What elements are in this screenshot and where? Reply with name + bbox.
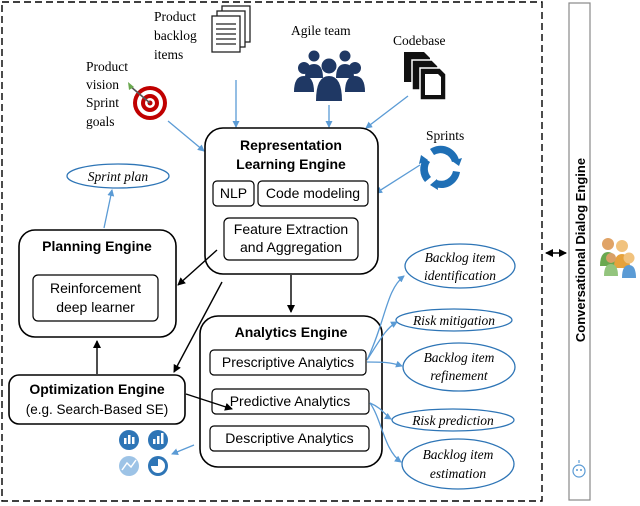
- optimization-engine-subtitle: (e.g. Search-Based SE): [26, 402, 169, 417]
- agile-team-icon: [294, 50, 365, 101]
- descriptive-to-icons-arrow: [171, 444, 195, 455]
- svg-text:identification: identification: [424, 268, 496, 283]
- risk-mitigation-output: Risk mitigation: [395, 308, 513, 332]
- svg-text:items: items: [154, 47, 183, 62]
- agile-team-label: Agile team: [291, 23, 351, 38]
- feature-extraction-line1: Feature Extraction: [234, 221, 348, 237]
- code-modeling-box: [257, 180, 369, 207]
- codebase-icon: [404, 52, 447, 101]
- risk-prediction-output: Risk prediction: [391, 408, 515, 432]
- dialog-engine-panel: Conversational Dialog Engine: [568, 2, 591, 501]
- documents-icon: [211, 5, 251, 53]
- system-boundary: [1, 1, 543, 502]
- target-icon: [128, 82, 167, 120]
- svg-text:Product: Product: [86, 59, 128, 74]
- sprint-plan-label: Sprint plan: [88, 169, 149, 184]
- predictive-analytics-box: [211, 388, 370, 415]
- predictive-analytics-label: Predictive Analytics: [230, 393, 351, 409]
- nlp-box: [212, 180, 255, 207]
- code-modeling-label: Code modeling: [266, 185, 360, 201]
- svg-text:estimation: estimation: [430, 466, 486, 481]
- reinforcement-learner-box: [32, 274, 159, 322]
- svg-text:Risk mitigation: Risk mitigation: [412, 313, 495, 328]
- chatbot-icon: [572, 460, 586, 478]
- optimization-engine: Optimization Engine (e.g. Search-Based S…: [8, 374, 186, 425]
- codebase-label: Codebase: [393, 33, 445, 48]
- svg-text:refinement: refinement: [430, 368, 488, 383]
- prescriptive-analytics-box: [209, 349, 367, 376]
- analytics-engine-title: Analytics Engine: [235, 324, 348, 340]
- svg-text:Backlog item: Backlog item: [425, 250, 496, 265]
- representation-engine-title-line2: Learning Engine: [236, 156, 346, 172]
- product-vision-label: Product vision Sprint goals: [86, 59, 128, 129]
- svg-text:Risk prediction: Risk prediction: [411, 413, 494, 428]
- analytics-icons: [119, 430, 168, 476]
- sprints-label: Sprints: [426, 128, 464, 143]
- dialog-engine-label: Conversational Dialog Engine: [573, 158, 588, 342]
- svg-text:vision: vision: [86, 77, 119, 92]
- planning-engine-title: Planning Engine: [42, 238, 152, 254]
- optimization-engine-title: Optimization Engine: [29, 381, 165, 397]
- svg-text:backlog: backlog: [154, 28, 197, 43]
- planning-engine: Planning Engine Reinforcement deep learn…: [18, 229, 177, 338]
- reinforcement-learner-line2: deep learner: [56, 299, 135, 315]
- svg-text:Product: Product: [154, 9, 196, 24]
- input-arrows: [167, 80, 421, 194]
- descriptive-analytics-box: [209, 425, 370, 452]
- representation-learning-engine: Representation Learning Engine NLP Code …: [204, 127, 379, 275]
- prescriptive-analytics-label: Prescriptive Analytics: [222, 354, 354, 370]
- nlp-label: NLP: [220, 185, 247, 201]
- representation-engine-title-line1: Representation: [240, 137, 342, 153]
- backlog-identification-output: Backlog item identification: [404, 243, 516, 289]
- sprint-cycle-icon: [419, 145, 462, 190]
- engine-flow-arrows: [93, 249, 295, 411]
- feature-extraction-line2: and Aggregation: [240, 239, 342, 255]
- descriptive-analytics-label: Descriptive Analytics: [225, 430, 353, 446]
- planning-to-sprint-plan-arrow: [103, 189, 115, 229]
- output-arrows: [366, 275, 405, 463]
- backlog-items-label: Product backlog items: [154, 9, 197, 62]
- backlog-refinement-output: Backlog item refinement: [402, 342, 516, 392]
- svg-text:Sprint: Sprint: [86, 95, 119, 110]
- sprint-plan-output: Sprint plan: [66, 163, 170, 189]
- analytics-engine: Analytics Engine Prescriptive Analytics …: [199, 315, 383, 468]
- reinforcement-learner-line1: Reinforcement: [50, 280, 141, 296]
- feature-extraction-box: [223, 217, 359, 261]
- svg-text:Backlog item: Backlog item: [424, 350, 495, 365]
- svg-text:Backlog item: Backlog item: [423, 447, 494, 462]
- users-icon: [600, 238, 636, 278]
- backlog-estimation-output: Backlog item estimation: [401, 438, 515, 490]
- svg-text:goals: goals: [86, 114, 115, 129]
